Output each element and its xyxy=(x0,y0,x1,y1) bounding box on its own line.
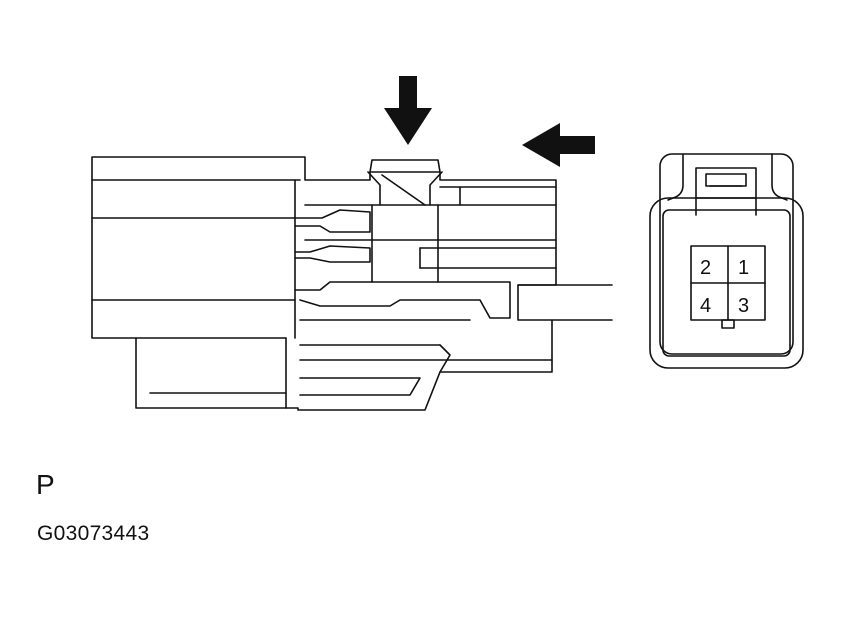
pin-label-4: 4 xyxy=(700,295,711,317)
arrow-down-icon xyxy=(384,76,432,145)
connector-letter: P xyxy=(36,469,55,500)
connector-side-view xyxy=(91,156,613,411)
pin-label-3: 3 xyxy=(738,295,749,317)
pin-label-1: 1 xyxy=(738,257,749,279)
arrow-left-icon xyxy=(522,123,595,167)
figure-code: G03073443 xyxy=(37,522,150,545)
pin-label-2: 2 xyxy=(700,257,711,279)
connector-front-view xyxy=(649,153,804,369)
